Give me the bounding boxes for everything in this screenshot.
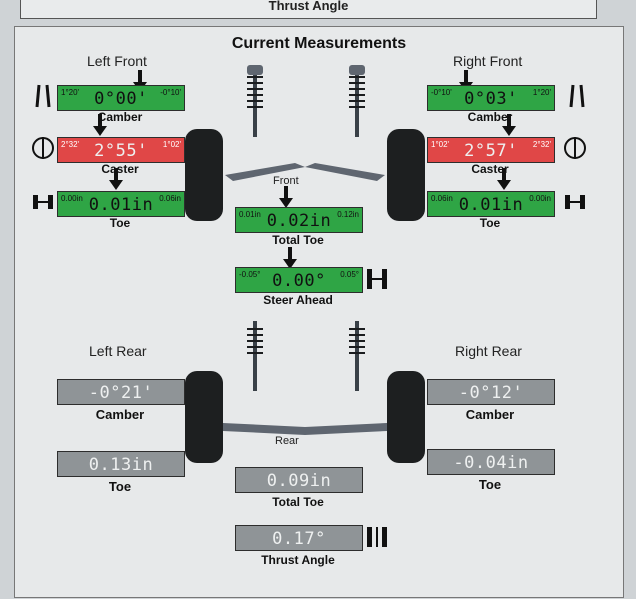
front-total-toe-label: Total Toe	[272, 233, 324, 247]
left-front-camber-label: Camber	[97, 110, 143, 124]
rear-total-toe-gauge: 0.09in	[235, 467, 363, 493]
thrust-angle-icon	[367, 527, 387, 547]
gauge-max: 0.12in	[337, 210, 359, 219]
steer-ahead-pointer	[283, 247, 297, 269]
gauge-value: 2°57'	[464, 141, 518, 161]
right-rear-camber-gauge: -0°12'	[427, 379, 555, 405]
rear-suspension-illustration	[185, 321, 425, 463]
top-strip-title: Thrust Angle	[268, 0, 349, 13]
right-rear-camber-label: Camber	[465, 407, 515, 422]
gauge-min: 1°02'	[431, 140, 450, 149]
gauge-value: 0.00°	[272, 271, 326, 291]
tire-icon	[185, 129, 425, 221]
gauge-min: 0.06in	[431, 194, 453, 203]
left-toe-pointer	[109, 168, 123, 190]
right-rear-toe-label: Toe	[478, 477, 502, 492]
gauge-value: 0.02in	[266, 211, 332, 231]
gauge-max: 2°32'	[532, 140, 551, 149]
right-front-label: Right Front	[453, 53, 523, 69]
thrust-angle-label: Thrust Angle	[261, 553, 335, 567]
gauge-value: 0.17°	[272, 529, 326, 549]
gauge-value: 0.01in	[458, 195, 524, 215]
left-front-toe-gauge: 0.00in 0.06in 0.01in	[57, 191, 185, 217]
gauge-value: 0°03'	[464, 89, 518, 109]
left-front-camber-gauge: 1°20' -0°10' 0°00'	[57, 85, 185, 111]
gauge-max: 1°02'	[162, 140, 181, 149]
gauge-value: 0.09in	[266, 471, 332, 491]
gauge-min: -0.05°	[239, 270, 261, 279]
right-front-camber-label: Camber	[467, 110, 513, 124]
gauge-max: -0°10'	[160, 88, 181, 97]
left-rear-camber-gauge: -0°21'	[57, 379, 185, 405]
steer-ahead-gauge: -0.05° 0.05° 0.00°	[235, 267, 363, 293]
gauge-min: 0.00in	[61, 194, 83, 203]
gauge-max: 0.06in	[159, 194, 181, 203]
toe-wheel-icon	[565, 195, 585, 209]
steer-ahead-label: Steer Ahead	[263, 293, 333, 307]
left-rear-toe-label: Toe	[108, 479, 132, 494]
gauge-value: 0.01in	[88, 195, 154, 215]
top-thrust-angle-strip: Thrust Angle	[20, 0, 597, 19]
left-front-caster-gauge: 2°32' 1°02' 2°55'	[57, 137, 185, 163]
right-front-toe-label: Toe	[479, 216, 501, 230]
camber-wheel-icon	[35, 84, 51, 108]
gauge-max: 1°20'	[532, 88, 551, 97]
right-front-camber-gauge: -0°10' 1°20' 0°03'	[427, 85, 555, 111]
camber-wheel-icon	[569, 84, 585, 108]
gauge-min: 2°32'	[61, 140, 80, 149]
gauge-max: 0.00in	[529, 194, 551, 203]
gauge-min: -0°10'	[431, 88, 452, 97]
right-rear-toe-gauge: -0.04in	[427, 449, 555, 475]
strut-assembly-icon	[253, 67, 359, 137]
gauge-value: -0.04in	[453, 453, 529, 473]
left-rear-toe-gauge: 0.13in	[57, 451, 185, 477]
toe-wheel-icon	[33, 195, 53, 209]
thrust-angle-gauge: 0.17°	[235, 525, 363, 551]
right-toe-pointer	[497, 168, 511, 190]
gauge-value: 0°00'	[94, 89, 148, 109]
front-axle-label: Front	[273, 175, 299, 187]
left-front-label: Left Front	[87, 53, 147, 69]
right-front-caster-gauge: 1°02' 2°32' 2°57'	[427, 137, 555, 163]
right-caster-pointer	[502, 114, 516, 136]
left-caster-pointer	[93, 114, 107, 136]
front-suspension-illustration	[185, 65, 425, 221]
gauge-value: 0.13in	[88, 455, 154, 475]
caster-wheel-icon	[564, 137, 586, 159]
left-rear-label: Left Rear	[89, 343, 147, 359]
gauge-min: 1°20'	[61, 88, 80, 97]
right-rear-label: Right Rear	[455, 343, 522, 359]
gauge-min: 0.01in	[239, 210, 261, 219]
page-title: Current Measurements	[231, 35, 407, 52]
caster-wheel-icon	[32, 137, 54, 159]
gauge-max: 0.05°	[340, 270, 359, 279]
total-toe-pointer	[279, 186, 293, 208]
measurements-panel: Current Measurements	[14, 26, 624, 598]
left-front-toe-label: Toe	[109, 216, 131, 230]
gauge-value: -0°12'	[458, 383, 524, 403]
gauge-value: -0°21'	[88, 383, 154, 403]
rear-total-toe-label: Total Toe	[272, 495, 324, 509]
steer-ahead-icon	[367, 269, 387, 289]
right-front-toe-gauge: 0.06in 0.00in 0.01in	[427, 191, 555, 217]
tire-icon	[185, 371, 425, 463]
left-front-caster-label: Caster	[101, 162, 139, 176]
rear-axle-label: Rear	[275, 435, 299, 447]
front-total-toe-gauge: 0.01in 0.12in 0.02in	[235, 207, 363, 233]
right-front-caster-label: Caster	[471, 162, 509, 176]
gauge-value: 2°55'	[94, 141, 148, 161]
left-rear-camber-label: Camber	[95, 407, 145, 422]
